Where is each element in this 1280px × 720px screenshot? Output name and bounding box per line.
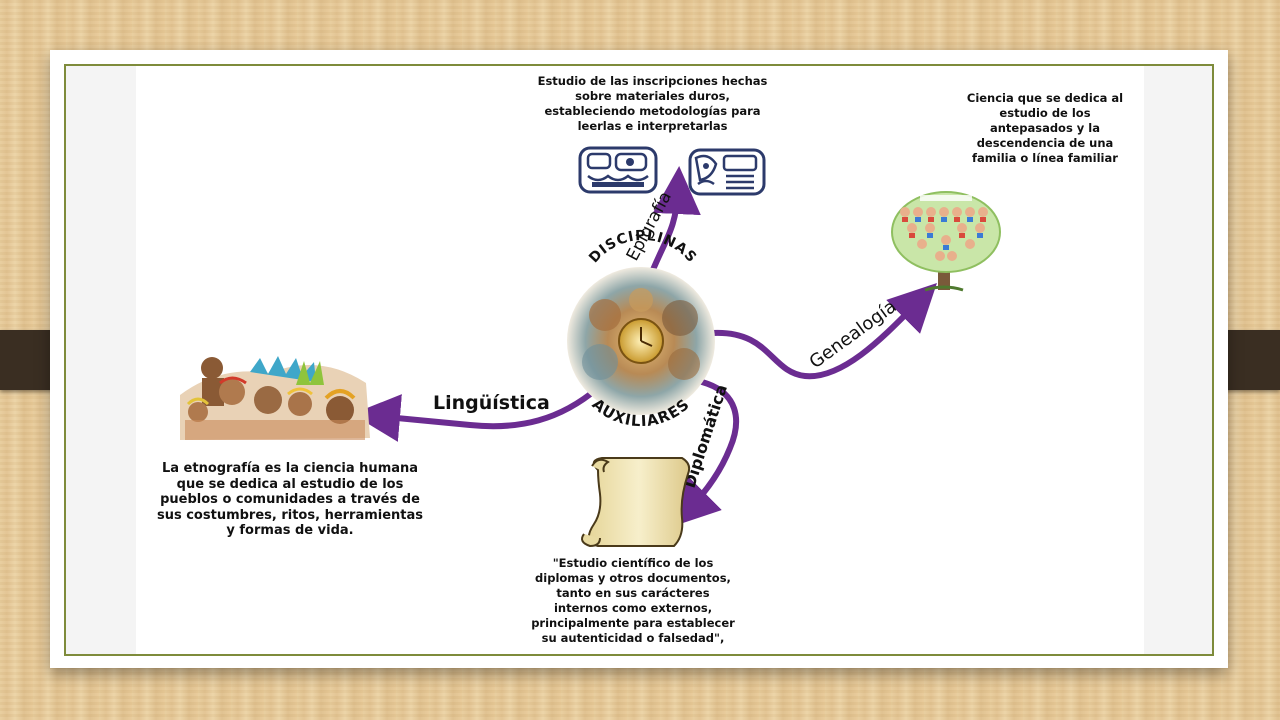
arrow-diplomatica — [671, 379, 740, 527]
epigrafia-description: Estudio de las inscripciones hechas sobr… — [537, 74, 768, 133]
indigenous-people-photo-icon — [180, 356, 370, 440]
diplomatica-description: "Estudio científico de los diplomas y ot… — [531, 556, 735, 645]
left-margin-shade — [66, 66, 136, 654]
linguistica-description: La etnografía es la ciencia humana que s… — [156, 461, 424, 538]
right-margin-shade — [1144, 66, 1212, 654]
label-linguistica: Lingüística — [433, 392, 550, 414]
center-collage — [567, 267, 715, 415]
parchment-scroll-icon — [581, 457, 691, 548]
slide-frame — [64, 64, 1214, 656]
genealogia-description: Ciencia que se dedica al estudio de los … — [966, 91, 1124, 165]
arrow-genealogia — [709, 283, 937, 380]
family-tree-icon — [891, 191, 1001, 292]
glyph-carvings-icon — [578, 146, 766, 196]
arrow-linguistica — [352, 385, 601, 442]
label-epigrafia: Epigrafía — [623, 188, 676, 264]
